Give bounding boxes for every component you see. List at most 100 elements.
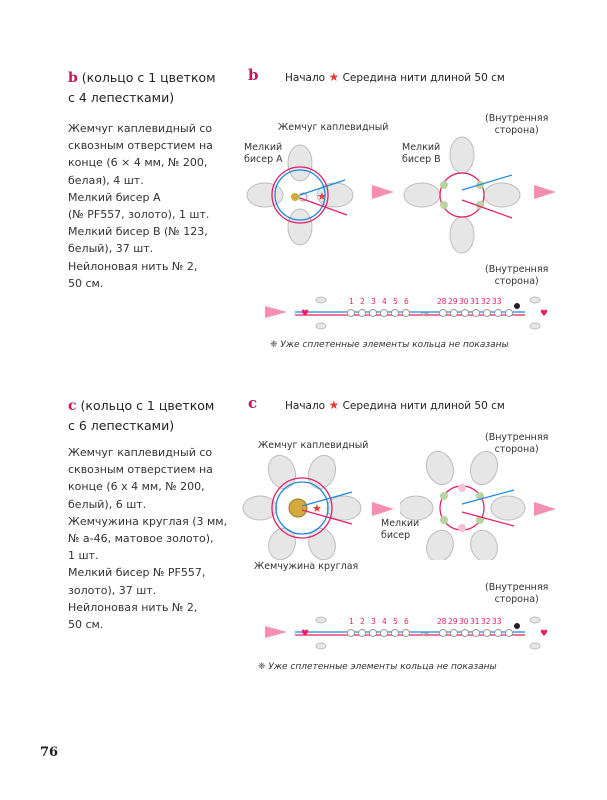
material-line: Мелкий бисер № PF557, [68,566,206,580]
material-line: Мелкий бисер B (№ 123, [68,225,208,239]
teardrop-pearl [287,208,313,246]
svg-text:≈: ≈ [420,627,430,641]
gold-bead [291,193,299,201]
start-prefix: Начало [285,72,326,84]
material-line: белая), 4 шт. [68,173,144,187]
label-teardrop-pearl: Жемчуг каплевидный [258,440,369,451]
pink-thread [299,197,348,216]
material-line: белый), 6 шт. [68,497,147,511]
blue-thread [274,169,326,221]
section-b-materials: Жемчуг каплевидный со сквозным отверстие… [68,120,213,292]
arrow-right-icon [372,185,394,199]
blue-thread [275,481,329,535]
diagram-b-start-note: Начало ★ Середина нити длиной 50 см [285,70,505,84]
material-line: Нейлоновая нить № 2, [68,259,198,273]
material-line: золото), 37 шт. [68,583,157,597]
teardrop-pearl [449,136,475,174]
svg-text:♥: ♥ [540,629,548,639]
svg-text:33: 33 [492,617,502,626]
flower-diagram-6-petals: ★ [242,454,362,560]
section-c-materials: Жемчуг каплевидный со сквозным отверстие… [68,444,227,633]
svg-text:33: 33 [492,297,502,306]
diagram-c-letter: c [248,394,258,412]
svg-text:5: 5 [393,297,398,306]
bead [458,524,466,532]
svg-text:6: 6 [404,617,409,626]
arrow-left-icon [265,626,287,638]
label-small-bead: Мелкий бисер [381,518,419,541]
teardrop-pearl [426,529,454,560]
teardrop-pearl [470,529,498,560]
star-icon: ★ [317,190,327,203]
svg-text:30: 30 [459,617,469,626]
label-inner-side-1: (Внутренняя сторона) [485,432,548,455]
label-inner-side-2: (Внутренняя сторона) [485,264,548,287]
bead-row [347,629,513,637]
arrow-right-icon [534,502,556,516]
material-line: конце (6 × 4 мм, № 200, [68,156,208,170]
section-b-title-line1: (кольцо с 1 цветком [81,70,216,85]
teardrop-pearl [449,216,475,254]
material-line: 1 шт. [68,549,99,563]
flower-diagram-4-petals: ★ [246,144,354,246]
section-c-title-line1: (кольцо с 1 цветком [80,398,215,413]
teardrop-pearl [483,182,521,208]
svg-text:30: 30 [459,297,469,306]
label-line: Мелкий [244,142,283,153]
svg-text:2: 2 [360,297,365,306]
svg-text:4: 4 [382,297,387,306]
teardrop-pearl [469,450,499,486]
bead-row [347,309,513,317]
label-line: (Внутренняя [485,264,549,275]
material-line: Жемчужина круглая (3 мм, [68,514,228,528]
label-line: бисер [381,529,411,541]
bead [458,484,466,492]
flower-diagram-6-petals-step2 [400,450,526,560]
blue-thread [299,179,346,196]
blue-thread [301,491,353,507]
teardrop-pearl [490,495,526,521]
start-prefix: Начало [285,400,326,412]
svg-text:5: 5 [393,617,398,626]
page-number: 76 [40,745,59,760]
label-line: (Внутренняя [485,582,549,593]
diagram-b-letter: b [248,66,259,84]
strand-numbers: 1 2 3 4 5 6 28 29 30 31 32 33 [349,617,502,626]
material-line: конце (6 х 4 мм, № 200, [68,480,205,494]
svg-text:32: 32 [481,617,491,626]
svg-text:3: 3 [371,617,376,626]
material-line: 50 см. [68,618,104,632]
svg-text:29: 29 [448,617,458,626]
note-b: ❈ Уже сплетенные элементы кольца не пока… [270,340,509,350]
section-c-letter: c [68,398,77,414]
section-c-heading: c (кольцо с 1 цветком с 6 лепестками) [68,396,214,435]
material-line: сквозным отверстием на [68,139,213,153]
svg-text:31: 31 [470,617,480,626]
arrow-right-icon [534,185,556,199]
svg-text:29: 29 [448,297,458,306]
material-line: Жемчуг каплевидный со [68,446,213,459]
label-line: Мелкий [381,518,420,529]
start-text: Середина нити длиной 50 см [342,400,505,412]
strand-numbers: 1 2 3 4 5 6 28 29 30 31 32 33 [349,297,502,306]
label-line: бисер A [244,153,283,165]
teardrop-pearl [425,450,455,486]
svg-text:1: 1 [349,617,354,626]
bead [440,201,448,209]
svg-text:6: 6 [404,297,409,306]
arrow-left-icon [265,306,287,318]
bead [440,492,448,500]
star-icon: ★ [312,502,322,515]
pink-thread [439,485,485,531]
teardrop-pearl [246,182,284,208]
label-inner-side-2: (Внутренняя сторона) [485,582,548,605]
material-line: 50 см. [68,276,104,290]
svg-text:♥: ♥ [301,309,309,319]
svg-text:2: 2 [360,617,365,626]
round-pearl [288,498,308,518]
section-b-heading: b (кольцо с 1 цветком с 4 лепестками) [68,68,216,107]
teardrop-pearl [326,495,362,521]
material-line: (№ PF557, золото), 1 шт. [68,208,210,222]
material-line: сквозным отверстием на [68,463,213,477]
teardrop-pearl [403,182,441,208]
